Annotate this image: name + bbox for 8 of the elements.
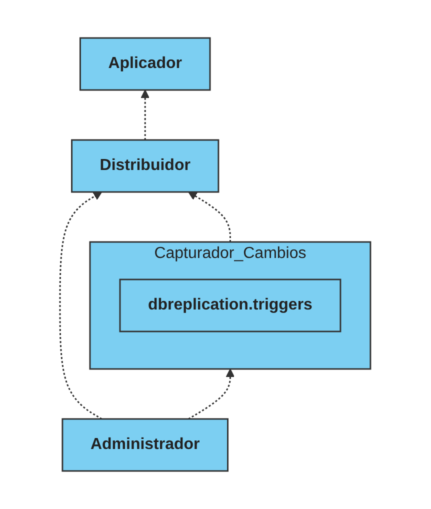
arrow [188,368,235,420]
node-box: dbreplication.triggers [120,278,342,332]
arrow [60,192,102,420]
arrow [188,192,232,242]
node-box: Aplicador [80,37,212,91]
arrow [140,90,150,140]
node-box: Distribuidor [71,139,220,193]
node-box: Administrador [62,418,229,472]
